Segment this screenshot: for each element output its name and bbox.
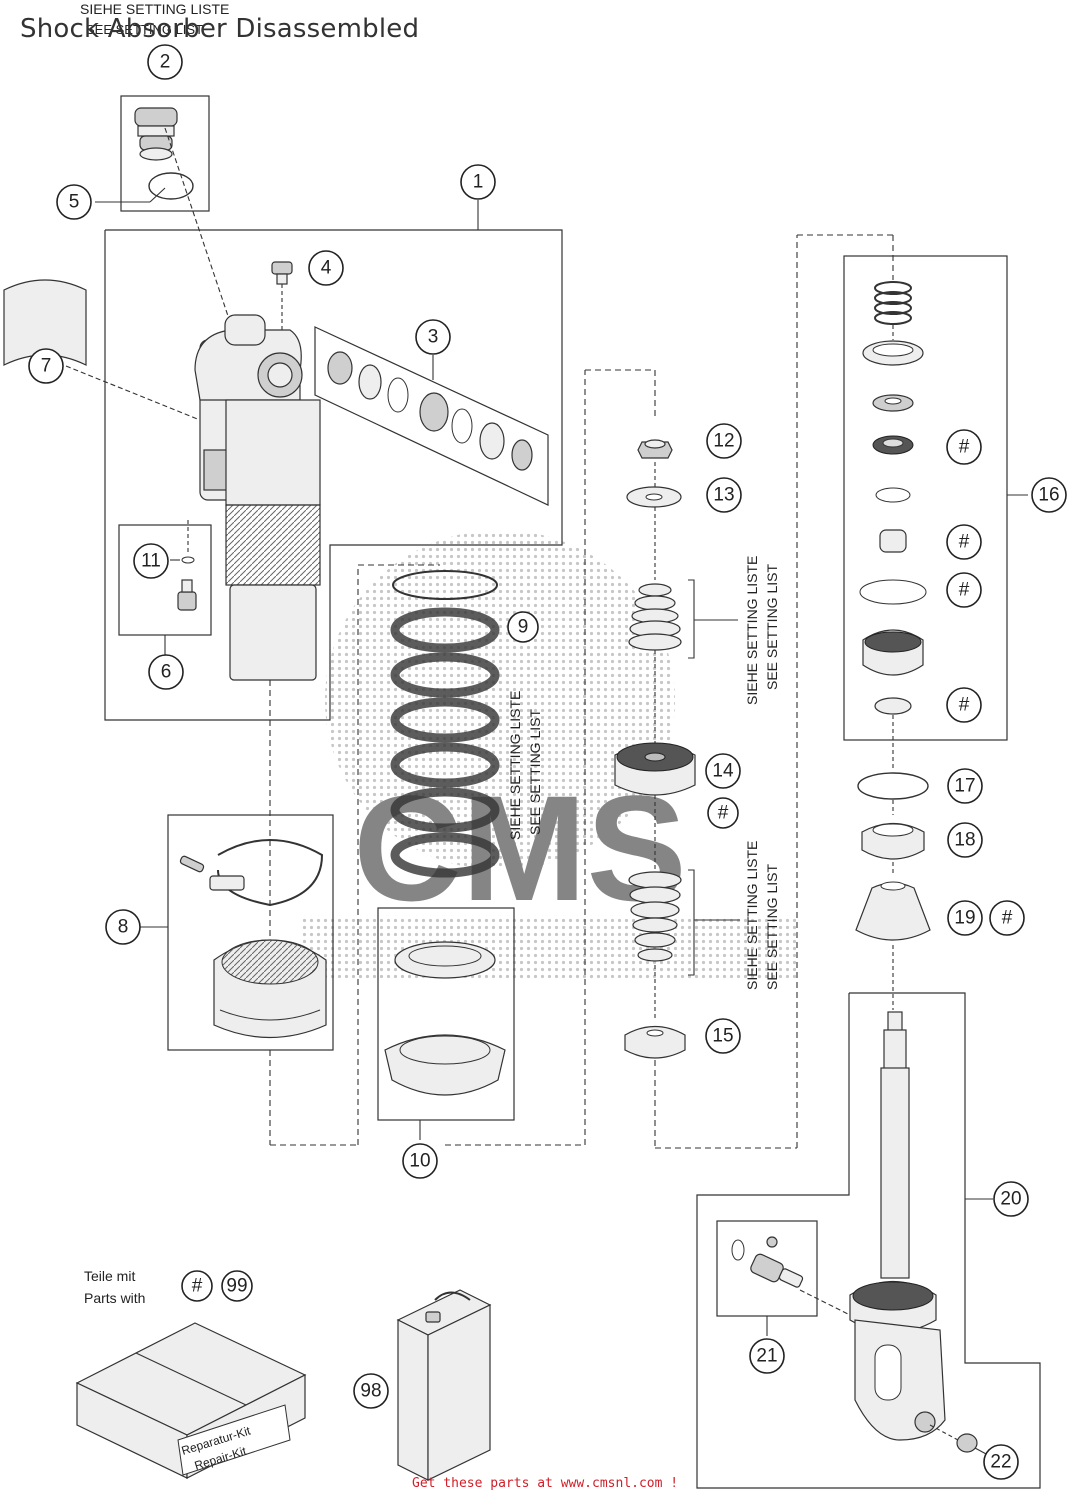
callout-16-hash-1: # <box>946 429 982 465</box>
page-title: Shock Absorber Disassembled <box>20 14 420 44</box>
svg-text:99: 99 <box>226 1276 247 1297</box>
callout-17: 17 <box>947 768 983 804</box>
callout-14: 14 <box>705 753 741 789</box>
svg-text:18: 18 <box>954 830 975 851</box>
callout-3: 3 <box>415 319 451 355</box>
svg-text:13: 13 <box>713 485 734 506</box>
svg-text:#: # <box>1002 908 1013 929</box>
part-4-bleed-screw <box>271 261 293 285</box>
header-note-en: SEE SETTING LIST <box>86 22 203 37</box>
callout-19-hash: # <box>989 900 1025 936</box>
svg-text:#: # <box>959 532 970 553</box>
part-20-piston-rod <box>849 1011 946 1441</box>
callout-22: 22 <box>983 1444 1019 1480</box>
svg-text:8: 8 <box>118 917 129 938</box>
repair-kit-box: Reparatur-Kit Repair-Kit <box>75 1322 307 1479</box>
callout-21: 21 <box>749 1338 785 1374</box>
svg-text:10: 10 <box>409 1151 430 1172</box>
part-5-o-ring <box>148 172 194 200</box>
part-10-spring-seats <box>384 941 506 1096</box>
svg-text:7: 7 <box>41 356 52 377</box>
svg-text:98: 98 <box>360 1381 381 1402</box>
callout-13: 13 <box>706 477 742 513</box>
callout-1: 1 <box>460 164 496 200</box>
legend-99-callout: 99 <box>221 1270 253 1302</box>
shock-body <box>194 314 321 681</box>
svg-text:22: 22 <box>990 1452 1011 1473</box>
svg-text:15: 15 <box>712 1026 733 1047</box>
callout-18: 18 <box>947 822 983 858</box>
svg-text:17: 17 <box>954 776 975 797</box>
svg-text:19: 19 <box>954 908 975 929</box>
svg-text:12: 12 <box>713 431 734 452</box>
footer-link[interactable]: Get these parts at www.cmsnl.com ! <box>412 1476 679 1491</box>
part-11-valve <box>177 556 197 611</box>
legend-hash-callout: # <box>181 1270 213 1302</box>
part-12-nut <box>637 439 673 459</box>
svg-text:#: # <box>192 1276 203 1297</box>
svg-text:4: 4 <box>321 258 332 279</box>
callout-12: 12 <box>706 423 742 459</box>
part-3-seal-kit <box>314 326 549 506</box>
svg-text:9: 9 <box>518 617 529 638</box>
shim-stack-upper <box>628 583 682 651</box>
part-7-protective-sleeve <box>3 279 87 366</box>
callout-16-hash-2: # <box>946 524 982 560</box>
svg-text:3: 3 <box>428 327 439 348</box>
svg-text:#: # <box>959 437 970 458</box>
callout-8: 8 <box>105 909 141 945</box>
svg-text:#: # <box>959 695 970 716</box>
svg-text:2: 2 <box>160 52 171 73</box>
callout-7: 7 <box>28 348 64 384</box>
setting-label-lower-en: SEE SETTING LIST <box>764 864 780 990</box>
shim-stack-lower <box>628 871 682 962</box>
callout-98: 98 <box>353 1373 389 1409</box>
callout-6: 6 <box>148 654 184 690</box>
callout-19: 19 <box>947 900 983 936</box>
callout-20: 20 <box>993 1181 1029 1217</box>
svg-text:20: 20 <box>1000 1189 1021 1210</box>
callout-16-hash-3: # <box>946 572 982 608</box>
legend-line-2: Parts with <box>84 1290 145 1306</box>
setting-label-spring-en: SEE SETTING LIST <box>527 709 543 835</box>
part-19-seal <box>855 881 931 941</box>
setting-label-shims-de: SIEHE SETTING LISTE <box>744 556 760 705</box>
part-8-spring-adjuster <box>179 839 327 1038</box>
setting-label-spring-de: SIEHE SETTING LISTE <box>507 691 523 840</box>
setting-label-lower-de: SIEHE SETTING LISTE <box>744 841 760 990</box>
header-note: SIEHE SETTING LISTE <box>80 1 229 17</box>
svg-text:16: 16 <box>1038 485 1059 506</box>
setting-label-shims-en: SEE SETTING LIST <box>764 564 780 690</box>
callout-2: 2 <box>147 44 183 80</box>
svg-text:1: 1 <box>473 172 484 193</box>
callout-16: 16 <box>1031 477 1067 513</box>
svg-text:14: 14 <box>712 761 734 782</box>
callout-10: 10 <box>402 1143 438 1179</box>
svg-text:#: # <box>718 803 729 824</box>
part-21-valve <box>731 1236 804 1288</box>
part-9-spring <box>390 570 500 878</box>
part-2-piston-cap <box>134 107 178 161</box>
svg-text:#: # <box>959 580 970 601</box>
callout-16-hash-4: # <box>946 687 982 723</box>
part-18-seal-head <box>861 823 925 860</box>
part-22-bushing <box>956 1433 978 1453</box>
part-14-piston <box>614 742 696 796</box>
callout-14-hash: # <box>707 797 739 829</box>
callout-5: 5 <box>56 184 92 220</box>
svg-text:6: 6 <box>161 662 172 683</box>
legend-line-1: Teile mit <box>84 1268 135 1284</box>
part-17-o-ring <box>857 772 929 800</box>
svg-text:5: 5 <box>69 192 80 213</box>
svg-text:11: 11 <box>141 551 161 572</box>
callout-15: 15 <box>705 1018 741 1054</box>
callout-4: 4 <box>308 250 344 286</box>
part-15-bump-stop <box>624 1026 686 1059</box>
oil-can <box>396 1289 492 1481</box>
callout-9: 9 <box>507 611 539 643</box>
svg-text:21: 21 <box>756 1346 777 1367</box>
part-16-compression-valve <box>859 281 927 715</box>
callout-11: 11 <box>133 543 169 579</box>
